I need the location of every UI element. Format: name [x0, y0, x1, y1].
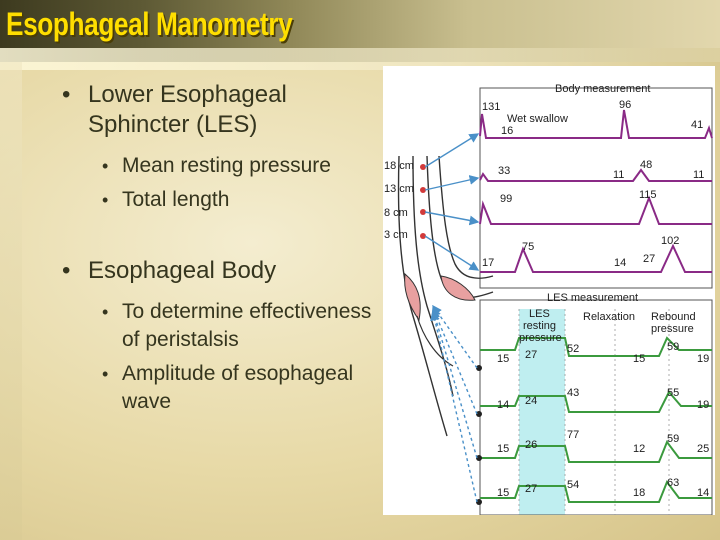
body-value: 11 — [693, 169, 704, 181]
body-trace-3cm — [480, 243, 712, 273]
les-resting-highlight — [519, 309, 565, 515]
body-value: 41 — [691, 119, 703, 131]
body-measurement-box — [479, 87, 713, 289]
body-value: 115 — [639, 189, 657, 201]
les-value: 77 — [567, 429, 579, 441]
les-tissue-left — [404, 273, 421, 322]
body-value: 96 — [619, 99, 631, 111]
subbullet-mean-resting-pressure: Mean resting pressure — [96, 152, 380, 180]
bullet-list: Lower Esophageal Sphincter (LES) Mean re… — [62, 80, 380, 416]
body-trace-8cm — [479, 195, 712, 225]
les-value: 63 — [667, 477, 679, 489]
body-value: 27 — [643, 253, 655, 265]
les-value: 27 — [525, 349, 537, 361]
les-value: 52 — [567, 343, 579, 355]
les-value: 54 — [567, 479, 579, 491]
les-resting-line-3: pressure — [519, 332, 562, 344]
subbullet-peristalsis: To determine effectiveness of peristalsi… — [96, 298, 380, 354]
depth-label-8cm: 8 cm — [384, 207, 408, 219]
les-connector-arrows — [430, 304, 478, 503]
les-value: 14 — [697, 487, 709, 499]
les-tissue-right — [440, 275, 476, 301]
body-value: 11 — [613, 169, 624, 181]
les-traces — [480, 336, 712, 503]
les-value: 15 — [497, 487, 509, 499]
body-trace-18cm — [479, 109, 713, 139]
les-subbullets: Mean resting pressure Total length — [96, 152, 380, 214]
les-value: 59 — [667, 341, 679, 353]
les-value: 27 — [525, 483, 537, 495]
depth-labels: 18 cm 13 cm 8 cm 3 cm — [384, 160, 414, 241]
les-value: 43 — [567, 387, 579, 399]
body-subbullets: To determine effectiveness of peristalsi… — [96, 298, 380, 416]
subbullet-wave-amplitude: Amplitude of esophageal wave — [96, 360, 380, 416]
les-value: 18 — [633, 487, 645, 499]
les-value: 55 — [667, 387, 679, 399]
les-resting-line-2: resting — [523, 320, 556, 332]
body-value: 75 — [522, 241, 534, 253]
les-value: 19 — [697, 353, 709, 365]
body-value: 48 — [640, 159, 652, 171]
left-frame-border — [0, 62, 22, 540]
title-bar-highlight — [0, 48, 720, 70]
les-value: 12 — [633, 443, 645, 455]
slide-title: Esophageal Manometry — [6, 6, 293, 42]
manometry-diagram: Body measurement LES measurement Wet swa… — [384, 83, 713, 515]
les-sensor-dots — [476, 365, 482, 505]
body-trace-13cm — [479, 168, 712, 182]
body-connector-arrows — [424, 133, 480, 271]
les-value: 15 — [497, 443, 509, 455]
les-trace-3 — [480, 439, 712, 463]
depth-label-18cm: 18 cm — [384, 160, 414, 172]
body-value: 99 — [500, 193, 512, 205]
body-values: 131 16 96 41 33 11 48 11 99 115 17 75 14… — [482, 99, 704, 269]
les-value: 14 — [497, 399, 509, 411]
les-resting-line-1: LES — [529, 308, 550, 320]
rebound-label-2: pressure — [651, 323, 694, 335]
les-measurement-title: LES measurement — [547, 292, 638, 304]
body-measurement-title: Body measurement — [555, 83, 650, 95]
les-value: 15 — [497, 353, 509, 365]
les-trace-4 — [480, 479, 712, 503]
les-values: 15 27 52 15 59 19 14 24 43 55 19 15 26 7… — [497, 341, 709, 499]
body-traces — [479, 109, 713, 273]
les-resting-pressure-header: LES resting pressure — [519, 308, 562, 344]
body-value: 14 — [614, 257, 626, 269]
les-value: 59 — [667, 433, 679, 445]
les-trace-2 — [480, 390, 712, 413]
relaxation-label: Relaxation — [583, 311, 635, 323]
esophagus-illustration — [397, 155, 494, 437]
body-value: 102 — [661, 235, 679, 247]
time-gridlines — [518, 309, 670, 515]
body-value: 16 — [501, 125, 513, 137]
manometry-figure: Body measurement LES measurement Wet swa… — [383, 66, 715, 515]
les-value: 15 — [633, 353, 645, 365]
les-value: 19 — [697, 399, 709, 411]
subbullet-total-length: Total length — [96, 186, 380, 214]
bullet-esophageal-body: Esophageal Body — [62, 256, 380, 286]
body-value: 131 — [482, 101, 500, 113]
body-value: 33 — [498, 165, 510, 177]
body-sensor-dots — [420, 164, 426, 239]
bullet-les: Lower Esophageal Sphincter (LES) — [62, 80, 380, 140]
rebound-label-1: Rebound — [651, 311, 696, 323]
depth-label-13cm: 13 cm — [384, 183, 414, 195]
depth-label-3cm: 3 cm — [384, 229, 408, 241]
les-value: 24 — [525, 395, 537, 407]
les-value: 25 — [697, 443, 709, 455]
body-value: 17 — [482, 257, 494, 269]
les-value: 26 — [525, 439, 537, 451]
wet-swallow-label: Wet swallow — [507, 113, 568, 125]
les-trace-1 — [480, 336, 712, 357]
les-measurement-box — [479, 299, 713, 515]
